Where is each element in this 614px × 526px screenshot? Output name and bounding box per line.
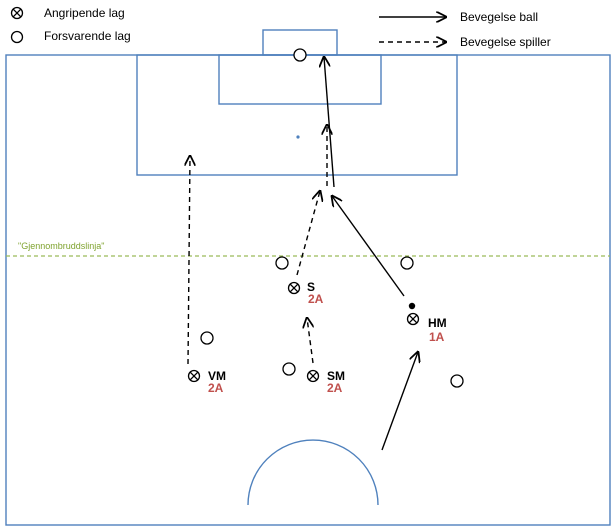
attacking-player-icon xyxy=(306,369,320,383)
attacking-player-vm: VM 2A xyxy=(187,369,226,395)
player-movement-arrow xyxy=(188,156,190,365)
legend-player-movement: Bevegelse spiller xyxy=(460,35,551,49)
attacking-player-sm: SM 2A xyxy=(306,369,345,395)
legend-ball-movement: Bevegelse ball xyxy=(460,10,538,24)
legend: Angripende lag Forsvarende lag Bevegelse… xyxy=(10,6,551,49)
breakthrough-line-label: "Gjennombruddslinja" xyxy=(18,241,104,251)
legend-defending-team: Forsvarende lag xyxy=(44,29,131,43)
player-name: HM xyxy=(428,316,447,330)
player-role: 2A xyxy=(327,381,343,395)
legend-attacking-team: Angripende lag xyxy=(44,6,125,20)
defending-player xyxy=(450,374,464,388)
defending-player xyxy=(275,256,289,270)
ball-movement-arrow xyxy=(332,196,405,297)
defending-player xyxy=(282,362,296,376)
defending-player xyxy=(200,331,214,345)
attacking-player-s: S 2A xyxy=(287,280,324,306)
player-movement-arrow xyxy=(296,191,320,276)
center-circle-arc xyxy=(247,439,379,506)
player-movement-arrow xyxy=(307,318,313,364)
player-name: S xyxy=(307,280,315,294)
attacking-player-icon xyxy=(187,369,201,383)
defending-player xyxy=(293,48,307,62)
penalty-area xyxy=(136,54,458,176)
ball xyxy=(408,302,416,310)
player-name: SM xyxy=(327,369,345,383)
ball-movements xyxy=(324,57,418,451)
penalty-spot xyxy=(296,135,300,139)
player-role: 1A xyxy=(429,330,445,344)
attacking-team-icon xyxy=(10,6,24,20)
defending-player xyxy=(400,256,414,270)
ball-movement-arrow xyxy=(381,352,418,451)
player-role: 2A xyxy=(308,292,324,306)
goal-area xyxy=(218,54,382,105)
ball-movement-arrow xyxy=(324,57,335,188)
pitch xyxy=(5,29,611,526)
defending-team-icon xyxy=(10,30,24,44)
attacking-player-icon xyxy=(287,281,301,295)
player-movements xyxy=(188,125,327,365)
attacking-player-hm: HM 1A xyxy=(406,312,447,344)
defending-players xyxy=(200,48,464,388)
attacking-player-icon xyxy=(406,312,420,326)
player-role: 2A xyxy=(208,381,224,395)
player-name: VM xyxy=(208,369,226,383)
